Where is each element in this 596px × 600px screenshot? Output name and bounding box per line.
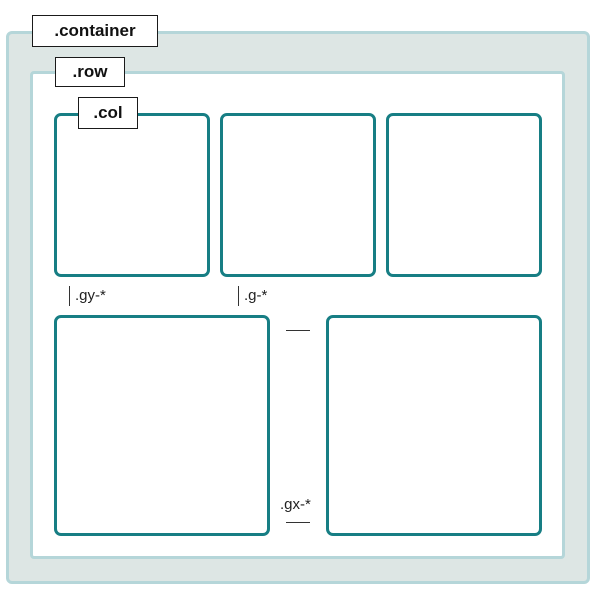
col-box-1 — [54, 113, 210, 277]
gx-label: .gx-* — [280, 496, 311, 513]
col-box-5 — [326, 315, 542, 536]
gy-label: .gy-* — [75, 287, 106, 304]
col-box-3 — [386, 113, 542, 277]
g-marker-line — [238, 286, 239, 306]
gy-marker-line — [69, 286, 70, 306]
gx-marker-line-bottom — [286, 522, 310, 523]
col-box-4 — [54, 315, 270, 536]
col-tag: .col — [78, 97, 138, 129]
gx-marker-line-top — [286, 330, 310, 331]
row-tag: .row — [55, 57, 125, 87]
g-label: .g-* — [244, 287, 268, 304]
container-tag: .container — [32, 15, 158, 47]
col-box-2 — [220, 113, 376, 277]
